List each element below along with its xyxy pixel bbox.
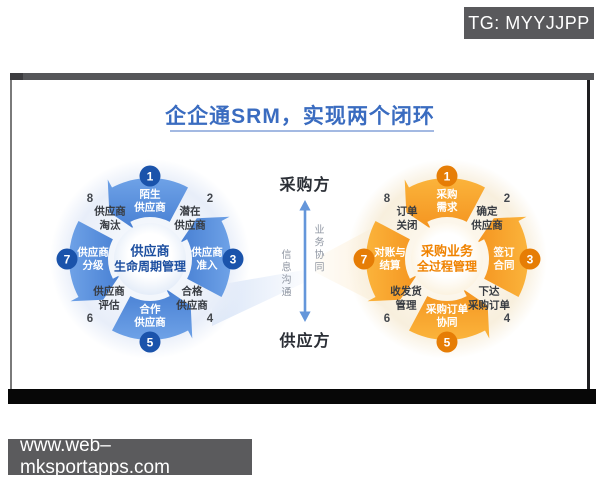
slide-frame-left bbox=[10, 80, 12, 389]
page-title: 企企通SRM，实现两个闭环 bbox=[165, 105, 435, 128]
slide-frame-bottom bbox=[8, 389, 596, 404]
corner-step-label: 确定供应商 bbox=[471, 205, 503, 231]
cycle-arrow-segment bbox=[409, 289, 490, 340]
corner-step-label: 收发货管理 bbox=[390, 285, 422, 311]
corner-step-number: 6 bbox=[86, 313, 94, 325]
step-number-badge: 3 bbox=[519, 248, 541, 270]
corner-step-number: 6 bbox=[383, 313, 391, 325]
cycle-step-label: 采购订单协同 bbox=[426, 303, 468, 328]
corner-step-label: 下达采购订单 bbox=[468, 285, 510, 311]
supplier-cycle-graphic bbox=[50, 159, 250, 359]
corner-step-number: 4 bbox=[206, 313, 214, 325]
step-number-badge: 1 bbox=[139, 165, 161, 187]
slide-frame-top bbox=[10, 73, 594, 80]
corner-step-label: 合格供应商 bbox=[176, 285, 208, 311]
procurement-cycle-center-label: 采购业务 全过程管理 bbox=[416, 243, 478, 274]
cycle-arrow-segment bbox=[404, 178, 485, 229]
cycle-arrow-segment bbox=[180, 216, 231, 297]
corner-step-number: 2 bbox=[206, 193, 214, 205]
corner-step-label: 订单关闭 bbox=[396, 205, 418, 231]
cycle-step-label: 合作供应商 bbox=[134, 303, 166, 328]
site-badge-label: www.web–mksportapps.com bbox=[20, 435, 170, 478]
supplier-cycle-center-label: 供应商 生命周期管理 bbox=[113, 243, 187, 274]
corner-step-label: 供应商淘汰 bbox=[94, 205, 126, 231]
cycle-step-label: 陌生供应商 bbox=[134, 188, 166, 213]
cycle-arrow-segment bbox=[477, 216, 528, 297]
cycle-step-label: 签订合同 bbox=[493, 246, 515, 271]
supplier-lifecycle-diagram: 供应商 生命周期管理 陌生供应商 供应商准入 合作供应商 供应商分级 1 3 5… bbox=[40, 149, 260, 369]
corner-step-number: 2 bbox=[503, 193, 511, 205]
bidirectional-arrow-icon bbox=[299, 200, 311, 322]
cycle-arrow-segment bbox=[366, 221, 417, 302]
cycle-step-label: 采购需求 bbox=[436, 188, 458, 213]
procurement-cycle-graphic bbox=[347, 159, 547, 359]
cycle-arrow-segment bbox=[69, 221, 120, 302]
step-number-badge: 5 bbox=[139, 331, 161, 353]
buyer-side-label: 采购方 bbox=[279, 177, 331, 194]
cycle-arrow-segment bbox=[112, 289, 193, 340]
procurement-process-diagram: 采购业务 全过程管理 采购需求 签订合同 采购订单协同 对账与结算 1 3 5 … bbox=[337, 149, 557, 369]
tg-badge: TG: MYYJJPP bbox=[464, 7, 594, 39]
corner-step-number: 8 bbox=[383, 193, 391, 205]
cycle-step-label: 供应商分级 bbox=[77, 246, 109, 271]
step-number-badge: 5 bbox=[436, 331, 458, 353]
info-communication-vertical-label: 信息沟通 bbox=[279, 249, 290, 299]
corner-step-number: 4 bbox=[503, 313, 511, 325]
business-collaboration-vertical-label: 业务协同 bbox=[312, 224, 323, 274]
step-number-badge: 7 bbox=[56, 248, 78, 270]
step-number-badge: 3 bbox=[222, 248, 244, 270]
tg-badge-label: TG: MYYJJPP bbox=[468, 12, 590, 33]
corner-step-number: 8 bbox=[86, 193, 94, 205]
supplier-cycle-center-circle bbox=[114, 223, 186, 295]
cycle-step-label: 对账与结算 bbox=[374, 246, 406, 271]
cycle-step-label: 供应商准入 bbox=[191, 246, 223, 271]
cycle-arrow-segment bbox=[107, 178, 188, 229]
corner-step-label: 供应商评估 bbox=[93, 285, 125, 311]
procurement-cycle-center-circle bbox=[411, 223, 483, 295]
step-number-badge: 1 bbox=[436, 165, 458, 187]
corner-step-label: 潜在供应商 bbox=[174, 205, 206, 231]
supplier-side-label: 供应方 bbox=[279, 333, 331, 350]
step-number-badge: 7 bbox=[353, 248, 375, 270]
slide-frame-right bbox=[587, 80, 590, 389]
slide-frame-top-cap bbox=[10, 73, 23, 80]
site-badge: www.web–mksportapps.com bbox=[8, 435, 252, 478]
title-underline bbox=[170, 130, 434, 132]
